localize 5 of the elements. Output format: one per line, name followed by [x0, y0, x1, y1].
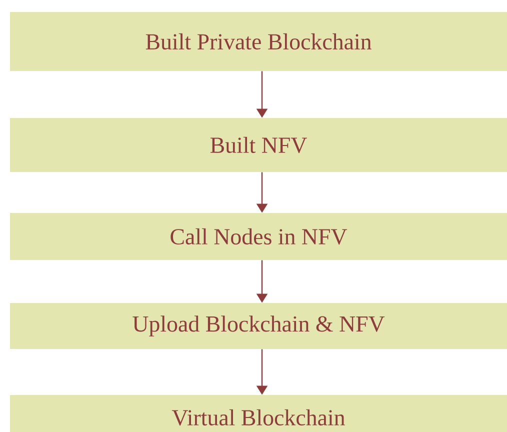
process-box: Virtual Blockchain [10, 395, 507, 432]
process-box: Call Nodes in NFV [10, 213, 507, 260]
process-box: Built Private Blockchain [10, 12, 507, 71]
process-box: Upload Blockchain & NFV [10, 303, 507, 349]
process-box: Built NFV [10, 118, 507, 172]
